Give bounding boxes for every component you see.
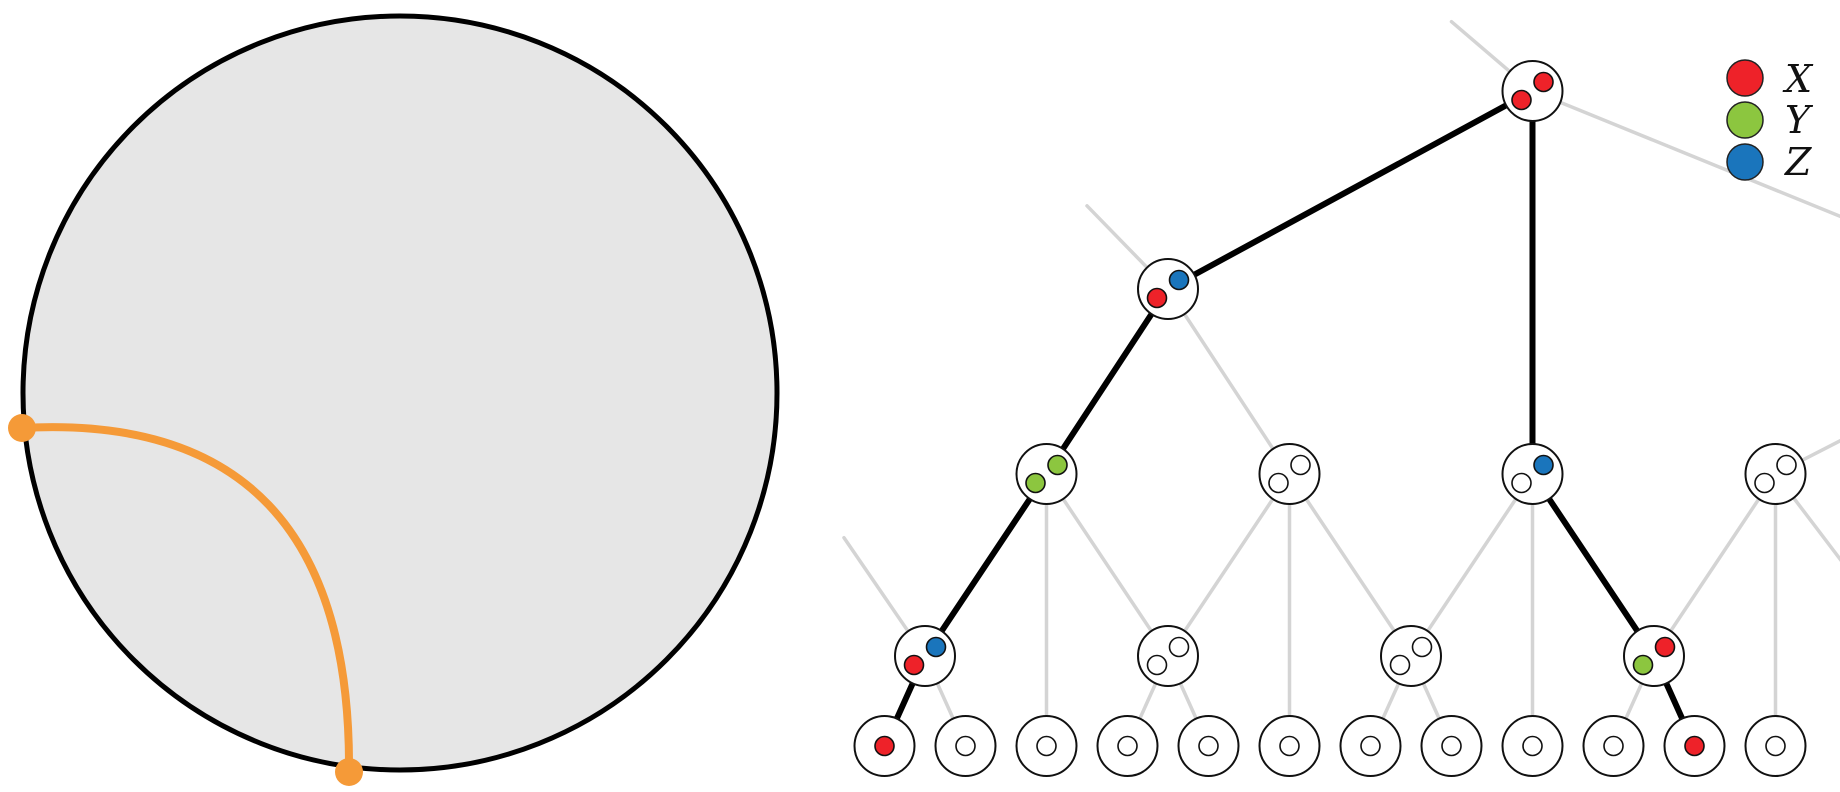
tree-node-dot-y <box>1025 472 1046 494</box>
tree-node-ring <box>1744 443 1807 505</box>
geodesic-endpoint-left <box>8 414 36 442</box>
tree-edge-n3-n7 <box>1166 472 1292 658</box>
tree-node-l5 <box>1258 715 1321 777</box>
tree-node-dot-empty <box>1168 636 1190 658</box>
tree-node-dot-x <box>1533 71 1554 93</box>
tree-node-dot-empty <box>1511 472 1532 494</box>
tree-node-dot-empty <box>1441 735 1462 757</box>
tree-node-l1 <box>934 715 997 777</box>
tree-node-dot-y <box>1632 654 1654 676</box>
tree-node-l3 <box>1096 715 1159 777</box>
legend-label-y: Y <box>1785 98 1814 142</box>
tree-node-dot-empty <box>1198 735 1219 757</box>
legend-item-x: X <box>1726 57 1814 101</box>
tree-node-ring <box>1623 625 1685 687</box>
tree-node-dot-z <box>1168 269 1190 291</box>
tree-node-dot-empty <box>1279 735 1300 757</box>
legend-label-x: X <box>1782 57 1814 101</box>
tree-faint-edges <box>842 19 1840 748</box>
tree-edge-n2-n7 <box>1044 472 1170 658</box>
tree-edge-n5-n9 <box>1652 472 1778 658</box>
tree-stub-edge-1 <box>1530 89 1840 219</box>
tree-node-root <box>1501 60 1564 122</box>
tree-node-n1 <box>1137 258 1199 320</box>
tree-node-n5 <box>1744 443 1807 505</box>
tree-node-dot-x <box>1511 89 1532 111</box>
tree-node-dot-x <box>1146 287 1168 309</box>
tree-node-n2 <box>1015 443 1078 505</box>
tree-node-l4 <box>1177 715 1240 777</box>
tree-node-dot-z <box>1533 454 1554 476</box>
tree-node-dot-empty <box>1776 454 1797 476</box>
tree-node-l9 <box>1582 715 1645 777</box>
tree-node-dot-empty <box>1146 654 1168 676</box>
legend-swatch-x <box>1726 59 1764 97</box>
tree-node-n4 <box>1501 443 1564 505</box>
tree-node-dot-empty <box>1036 735 1057 757</box>
poincare-disk-panel <box>8 13 780 786</box>
tree-node-dot-y <box>1047 454 1068 476</box>
tree-node-dot-empty <box>1360 735 1381 757</box>
legend-item-y: Y <box>1726 98 1814 142</box>
tree-edge-root-n1 <box>1165 88 1536 292</box>
tree-stub-edge-4 <box>1773 472 1840 562</box>
tree-node-dot-x <box>1684 735 1705 757</box>
tree-edge-n2-n6 <box>922 471 1050 659</box>
tree-node-ring <box>1015 443 1078 505</box>
legend-item-z: Z <box>1726 140 1812 184</box>
tree-edge-n1-n3 <box>1166 287 1292 476</box>
tree-node-dot-z <box>925 636 947 658</box>
tree-node-l8 <box>1501 715 1564 777</box>
tree-node-ring <box>1501 443 1564 505</box>
tree-node-dot-empty <box>1389 654 1411 676</box>
tree-edge-n3-n8 <box>1287 472 1413 658</box>
tree-node-dot-x <box>1654 636 1676 658</box>
tree-node-dot-empty <box>1754 472 1775 494</box>
tree-edge-n4-n9 <box>1529 471 1657 659</box>
tree-node-ring <box>1137 258 1199 320</box>
geodesic-arc <box>18 423 354 776</box>
tree-node-l6 <box>1339 715 1402 777</box>
tree-node-ring <box>1258 443 1321 505</box>
tree-node-n3 <box>1258 443 1321 505</box>
tree-node-dot-empty <box>1603 735 1624 757</box>
legend: X Y Z <box>1726 57 1814 184</box>
tree-node-l10 <box>1663 715 1726 777</box>
tree-edge-n4-n8 <box>1409 472 1535 658</box>
geodesic-endpoint-bottom <box>335 758 363 786</box>
tree-node-l2 <box>1015 715 1078 777</box>
tree-node-dot-empty <box>1522 735 1543 757</box>
tree-nodes <box>853 60 1807 777</box>
tree-node-ring <box>1501 60 1564 122</box>
tree-node-dot-empty <box>1268 472 1289 494</box>
legend-swatch-z <box>1726 143 1764 181</box>
legend-label-z: Z <box>1784 140 1812 184</box>
tree-node-dot-empty <box>1290 454 1311 476</box>
tree-node-dot-empty <box>1411 636 1433 658</box>
tree-edge-n1-n2 <box>1043 286 1171 477</box>
tree-node-dot-x <box>874 735 895 757</box>
tree-node-ring <box>894 625 956 687</box>
tree-node-n6 <box>894 625 956 687</box>
tree-node-n9 <box>1623 625 1685 687</box>
tree-node-dot-empty <box>955 735 976 757</box>
tree-panel <box>842 19 1840 777</box>
tree-node-dot-empty <box>1765 735 1786 757</box>
tree-node-l7 <box>1420 715 1483 777</box>
tree-node-dot-x <box>903 654 925 676</box>
poincare-disk <box>20 13 780 773</box>
tree-node-ring <box>1380 625 1442 687</box>
tree-node-l11 <box>1744 715 1807 777</box>
tree-node-dot-empty <box>1117 735 1138 757</box>
tree-node-l0 <box>853 715 916 777</box>
tree-node-n7 <box>1137 625 1199 687</box>
tree-node-n8 <box>1380 625 1442 687</box>
legend-swatch-y <box>1726 101 1764 139</box>
tree-node-ring <box>1137 625 1199 687</box>
